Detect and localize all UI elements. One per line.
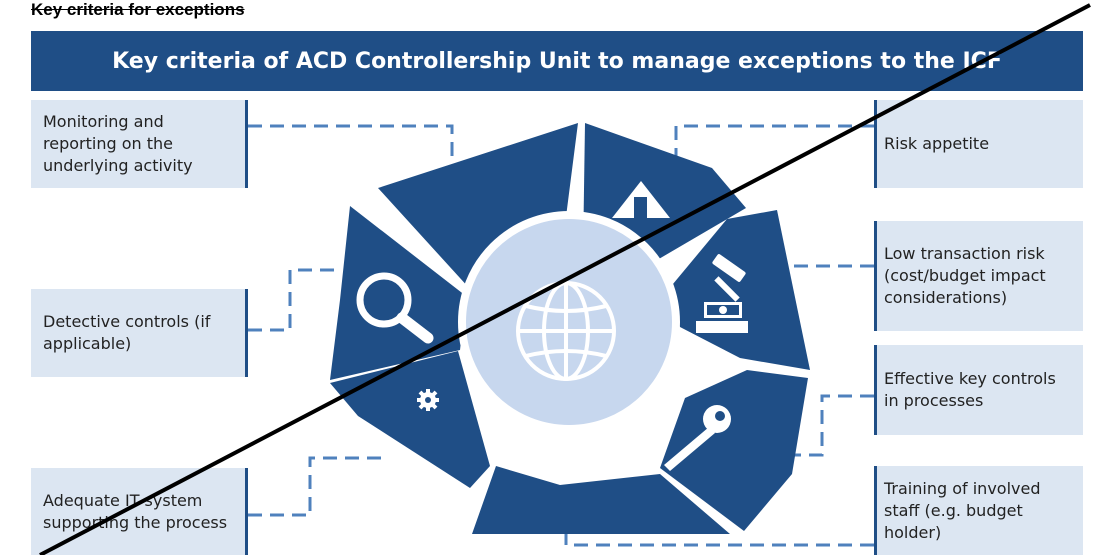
gear-icon [417,389,439,411]
criterion-label: Effective key controls in processes [884,369,1056,410]
criterion-box-monitoring: Monitoring and reporting on the underlyi… [31,100,248,188]
money-icon [696,302,748,333]
connector-effective-controls [790,394,874,457]
gavel-icon [712,254,746,302]
criterion-box-effective-controls: Effective key controls in processes [874,345,1083,435]
criterion-label: Detective controls (if applicable) [43,312,211,353]
segment-bottom [472,466,730,534]
segment-right-lower [660,370,808,531]
criterion-label: Risk appetite [884,134,990,153]
criterion-box-low-transaction-risk: Low transaction risk (cost/budget impact… [874,221,1083,331]
magnifier-icon [356,272,434,344]
criterion-label: Training of involved staff (e.g. budget … [884,478,1041,542]
diagram-title-banner: Key criteria of ACD Controllership Unit … [31,31,1083,91]
segment-bottom-left [330,351,490,488]
criterion-box-training: Training of involved staff (e.g. budget … [874,466,1083,555]
diagram-title: Key criteria of ACD Controllership Unit … [112,48,1002,74]
connector-risk-appetite [674,124,874,160]
criterion-box-detective-controls: Detective controls (if applicable) [31,289,248,377]
criterion-box-risk-appetite: Risk appetite [874,100,1083,188]
key-icon [664,405,731,471]
page-heading: Key criteria for exceptions [31,0,245,19]
strike-through-line [39,3,1091,555]
criterion-label: Monitoring and reporting on the underlyi… [43,112,193,175]
warning-icon [612,181,670,218]
globe-icon [516,281,616,381]
criterion-label: Adequate IT system supporting the proces… [43,490,228,532]
criterion-label: Low transaction risk (cost/budget impact… [884,244,1046,307]
connector-lines [248,124,874,547]
connector-training [564,530,874,547]
center-circle [458,211,680,433]
connector-detective-controls [248,268,340,332]
connector-it-system [248,456,382,517]
connector-monitoring [248,124,454,160]
